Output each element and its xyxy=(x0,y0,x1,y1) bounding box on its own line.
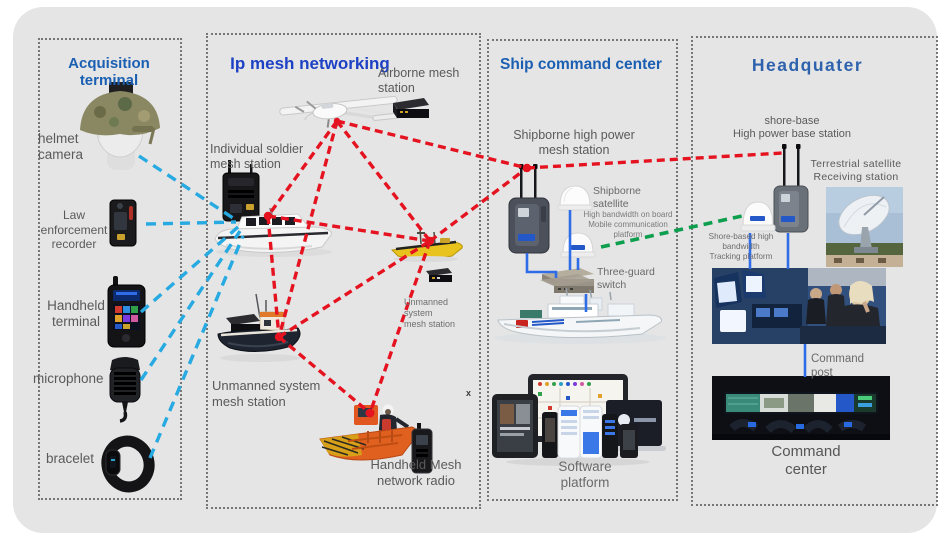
red-mesh-links xyxy=(266,119,784,415)
label-line: Receiving station xyxy=(813,170,899,183)
label-command-post: Command post xyxy=(811,353,865,380)
panel-acquisition-terminal xyxy=(38,38,182,500)
label-line: station xyxy=(378,81,415,96)
panel-ip-mesh-networking xyxy=(206,33,481,509)
label-software-platform: Software platform xyxy=(558,459,612,491)
blue-wires xyxy=(525,210,807,377)
command-center-photo xyxy=(712,376,890,440)
green-shore-link xyxy=(600,214,743,249)
title-acquisition-terminal: Acquisition terminal xyxy=(68,55,150,89)
unmanned-system-mesh-station-device xyxy=(426,268,452,282)
label-line: recorder xyxy=(51,237,97,252)
label-line: camera xyxy=(38,147,84,163)
label-line: Law enforcement xyxy=(40,208,108,237)
patrol-boat-photo xyxy=(214,207,332,257)
label-line: Individual soldier xyxy=(210,142,304,156)
label-line: Unmanned system xyxy=(404,297,449,318)
title-ship-command-center: Ship command center xyxy=(500,56,662,73)
red-link-junction-dots xyxy=(263,117,532,418)
label-handheld-mesh-network-radio: Handheld Mesh network radio xyxy=(366,457,466,489)
label-line: mesh station xyxy=(538,143,610,158)
rescue-boat-operator-photo xyxy=(319,404,418,461)
label-line: helmet xyxy=(38,131,79,146)
label-line: mesh station xyxy=(212,393,286,409)
label-line: Unmanned system xyxy=(212,378,321,393)
label-shore-based-high-bandwidth: Shore-based high bandwidth Tracking plat… xyxy=(693,232,789,262)
label-terrestrial-satellite-receiving-station: Terrestrial satellite Receiving station xyxy=(804,158,908,184)
label-line: Handheld xyxy=(47,298,105,313)
label-law-enforcement-recorder: Law enforcement recorder xyxy=(34,208,114,252)
airborne-mesh-station-device xyxy=(393,98,429,118)
label-airborne-mesh-station: Airborne mesh station xyxy=(378,66,464,97)
coast-guard-ship-photo xyxy=(494,287,666,344)
command-post-photo xyxy=(712,268,886,344)
shipborne-mesh-station-device xyxy=(508,164,550,254)
uav-drone-illustration xyxy=(279,95,402,128)
software-platform-collage xyxy=(492,374,666,466)
label-shipborne-satellite: Shipborne satellite xyxy=(593,185,641,210)
label-line: High bandwidth on board xyxy=(583,210,673,219)
label-handheld-terminal: Handheld terminal xyxy=(42,298,110,331)
label-unmanned-system-mesh-station-usv: Unmanned system mesh station xyxy=(404,297,476,330)
label-line: Shipborne high power xyxy=(513,128,635,142)
label-individual-soldier-mesh-station: Individual soldier mesh station xyxy=(210,142,322,173)
label-shore-base-station: shore-base High power base station xyxy=(730,115,854,142)
label-unmanned-system-mesh-station-boat: Unmanned system mesh station xyxy=(212,378,324,410)
label-line: mesh station xyxy=(404,318,456,329)
label-bracelet: bracelet xyxy=(46,451,95,466)
handheld-terminal-photo xyxy=(107,276,146,348)
label-helmet-camera: helmet camera xyxy=(38,131,102,164)
microphone-photo xyxy=(109,357,141,423)
individual-soldier-mesh-station-device xyxy=(222,160,260,222)
label-microphone: microphone xyxy=(33,371,104,386)
label-command-center: Command center xyxy=(771,443,841,479)
label-line: Tracking platform xyxy=(709,252,773,261)
label-high-bandwidth-on-board: High bandwidth on board Mobile communica… xyxy=(581,210,675,239)
title-ip-mesh-networking: Ip mesh networking xyxy=(230,54,390,73)
label-line: network radio xyxy=(376,472,456,488)
law-enforcement-recorder-photo xyxy=(109,199,137,247)
panel-headquarter xyxy=(691,36,938,506)
label-line: Shore-based high bandwidth xyxy=(708,232,774,251)
cyan-acquisition-links xyxy=(138,154,245,459)
label-line: shore-base xyxy=(764,115,820,127)
label-line: Terrestrial satellite xyxy=(810,158,902,170)
panel-ship-command-center xyxy=(487,39,678,501)
satellite-dish-photo xyxy=(826,187,903,267)
label-line: terminal xyxy=(51,314,100,330)
shore-tracking-dome xyxy=(740,201,776,232)
label-line: Airborne mesh xyxy=(378,66,460,80)
title-headquarter: Headquater xyxy=(751,55,864,75)
helmet-camera-photo xyxy=(80,82,160,170)
label-line: High power base station xyxy=(732,128,851,141)
panel-edge-x-marker: x xyxy=(466,388,472,398)
label-line: Mobile communication platform xyxy=(588,219,668,239)
label-line: Handheld Mesh xyxy=(370,457,462,472)
label-shipborne-high-power-mesh-station: Shipborne high power mesh station xyxy=(498,128,650,159)
label-line: mesh station xyxy=(210,157,281,172)
handheld-mesh-radio-photo xyxy=(411,423,433,474)
label-three-guard-switch: Three-guard switch xyxy=(597,266,655,291)
bracelet-photo xyxy=(101,435,155,493)
shipborne-satellite-dome xyxy=(557,185,593,211)
shore-base-station-device xyxy=(773,144,809,233)
